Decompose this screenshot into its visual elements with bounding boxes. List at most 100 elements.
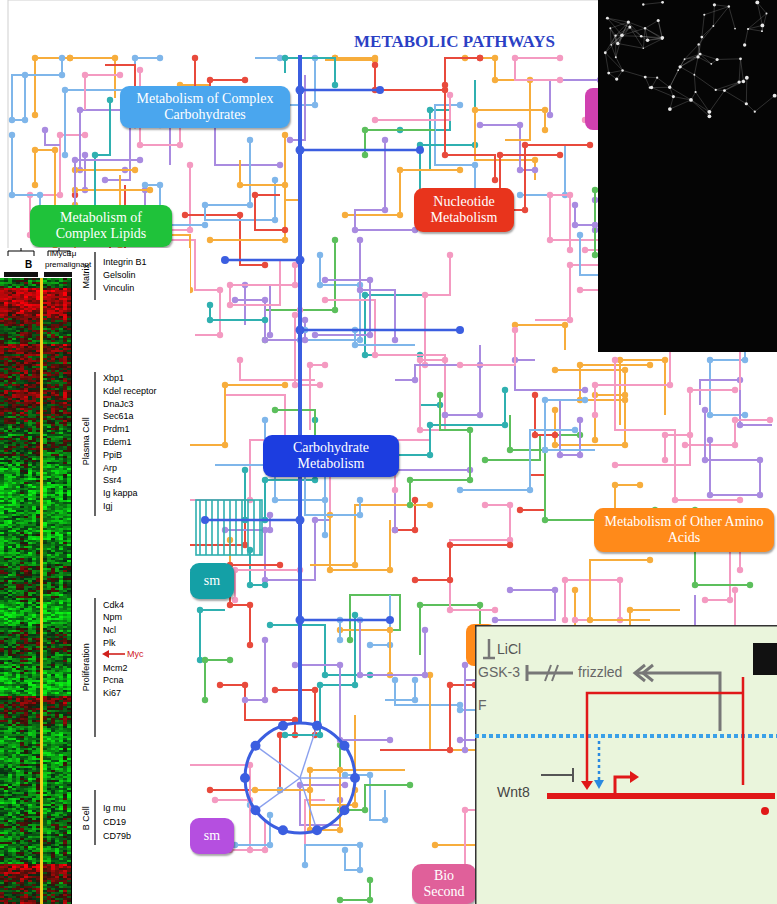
- compound-dot: [302, 337, 308, 343]
- compound-dot: [497, 152, 503, 158]
- heatmap-cell: [20, 322, 24, 324]
- heatmap-cell: [32, 300, 36, 302]
- heatmap-cell: [4, 300, 8, 302]
- heatmap-cell: [63, 288, 67, 290]
- heatmap-cell: [8, 310, 12, 312]
- heatmap-cell: [59, 286, 63, 288]
- heatmap-cell: [51, 296, 55, 298]
- heatmap-cell: [67, 406, 71, 408]
- heatmap-cell: [28, 378, 32, 380]
- heatmap-cell: [12, 382, 16, 384]
- compound-dot: [567, 262, 573, 268]
- heatmap-cell: [8, 278, 12, 280]
- heatmap-cell: [8, 332, 12, 334]
- heatmap-cell: [63, 328, 67, 330]
- compound-dot: [9, 132, 15, 138]
- heatmap-cell: [0, 294, 4, 296]
- compound-dot: [412, 697, 418, 703]
- heatmap-cell: [43, 326, 47, 328]
- heatmap-cell: [59, 332, 63, 334]
- heatmap-cell: [55, 322, 59, 324]
- heatmap-cell: [36, 358, 40, 360]
- heatmap-cell: [51, 344, 55, 346]
- heatmap-cell: [51, 360, 55, 362]
- compound-dot: [222, 442, 228, 448]
- heatmap-cell: [28, 322, 32, 324]
- heatmap-cell: [55, 306, 59, 308]
- heatmap-cell: [51, 314, 55, 316]
- heatmap-cell: [55, 374, 59, 376]
- heatmap-cell: [59, 388, 63, 390]
- heatmap-cell: [28, 330, 32, 332]
- heatmap-cell: [43, 382, 47, 384]
- heatmap-cell: [36, 342, 40, 344]
- heatmap-cell: [4, 322, 8, 324]
- heatmap-cell: [63, 406, 67, 408]
- compound-dot: [702, 407, 708, 413]
- heatmap-cell: [59, 314, 63, 316]
- compound-dot: [237, 212, 243, 218]
- heatmap-cell: [12, 408, 16, 410]
- compound-dot: [502, 387, 508, 393]
- compound-dot: [222, 382, 228, 388]
- compound-dot: [337, 767, 343, 773]
- compound-dot: [447, 682, 453, 688]
- heatmap-cell: [55, 282, 59, 284]
- heatmap-cell: [51, 298, 55, 300]
- heatmap-cell: [67, 364, 71, 366]
- compound-dot: [312, 477, 318, 483]
- compound-dot: [467, 427, 473, 433]
- compound-dot: [217, 682, 223, 688]
- heatmap-cell: [36, 380, 40, 382]
- heatmap-cell: [32, 384, 36, 386]
- heatmap-cell: [55, 348, 59, 350]
- heatmap-cell: [8, 366, 12, 368]
- heatmap-cell: [24, 324, 28, 326]
- heatmap-cell: [43, 364, 47, 366]
- heatmap-cell: [36, 300, 40, 302]
- heatmap-cell: [51, 378, 55, 380]
- heatmap-cell: [20, 334, 24, 336]
- heatmap-cell: [0, 314, 4, 316]
- heatmap-cell: [59, 278, 63, 280]
- heatmap-cell: [51, 306, 55, 308]
- heatmap-cell: [51, 404, 55, 406]
- heatmap-cell: [36, 384, 40, 386]
- heatmap-cell: [32, 318, 36, 320]
- compound-dot: [737, 567, 743, 573]
- heatmap-cell: [16, 378, 20, 380]
- compound-dot: [622, 367, 628, 373]
- heatmap-cell: [8, 290, 12, 292]
- compound-dot: [137, 142, 143, 148]
- compound-dot: [362, 152, 368, 158]
- heatmap-cell: [67, 326, 71, 328]
- heatmap-cell: [51, 326, 55, 328]
- heatmap-cell: [67, 304, 71, 306]
- heatmap-cell: [0, 300, 4, 302]
- heatmap-cell: [24, 404, 28, 406]
- heatmap-cell: [12, 398, 16, 400]
- compound-dot: [462, 747, 468, 753]
- heatmap-cell: [55, 310, 59, 312]
- compound-dot: [456, 326, 464, 334]
- heatmap-cell: [55, 364, 59, 366]
- compound-dot: [492, 177, 498, 183]
- heatmap-cell: [43, 322, 47, 324]
- heatmap-cell: [0, 330, 4, 332]
- compound-dot: [267, 527, 273, 533]
- heatmap-cell: [63, 294, 67, 296]
- compound-dot: [278, 721, 288, 731]
- heatmap-cell: [0, 356, 4, 358]
- heatmap-cell: [47, 332, 51, 334]
- heatmap-cell: [32, 368, 36, 370]
- heatmap-cell: [63, 310, 67, 312]
- heatmap-cell: [36, 312, 40, 314]
- heatmap-cell: [20, 386, 24, 388]
- heatmap-cell: [51, 328, 55, 330]
- heatmap-cell: [20, 302, 24, 304]
- heatmap-cell: [59, 342, 63, 344]
- heatmap-cell: [28, 406, 32, 408]
- compound-dot: [352, 802, 358, 808]
- compound-dot: [457, 102, 463, 108]
- heatmap-cell: [43, 320, 47, 322]
